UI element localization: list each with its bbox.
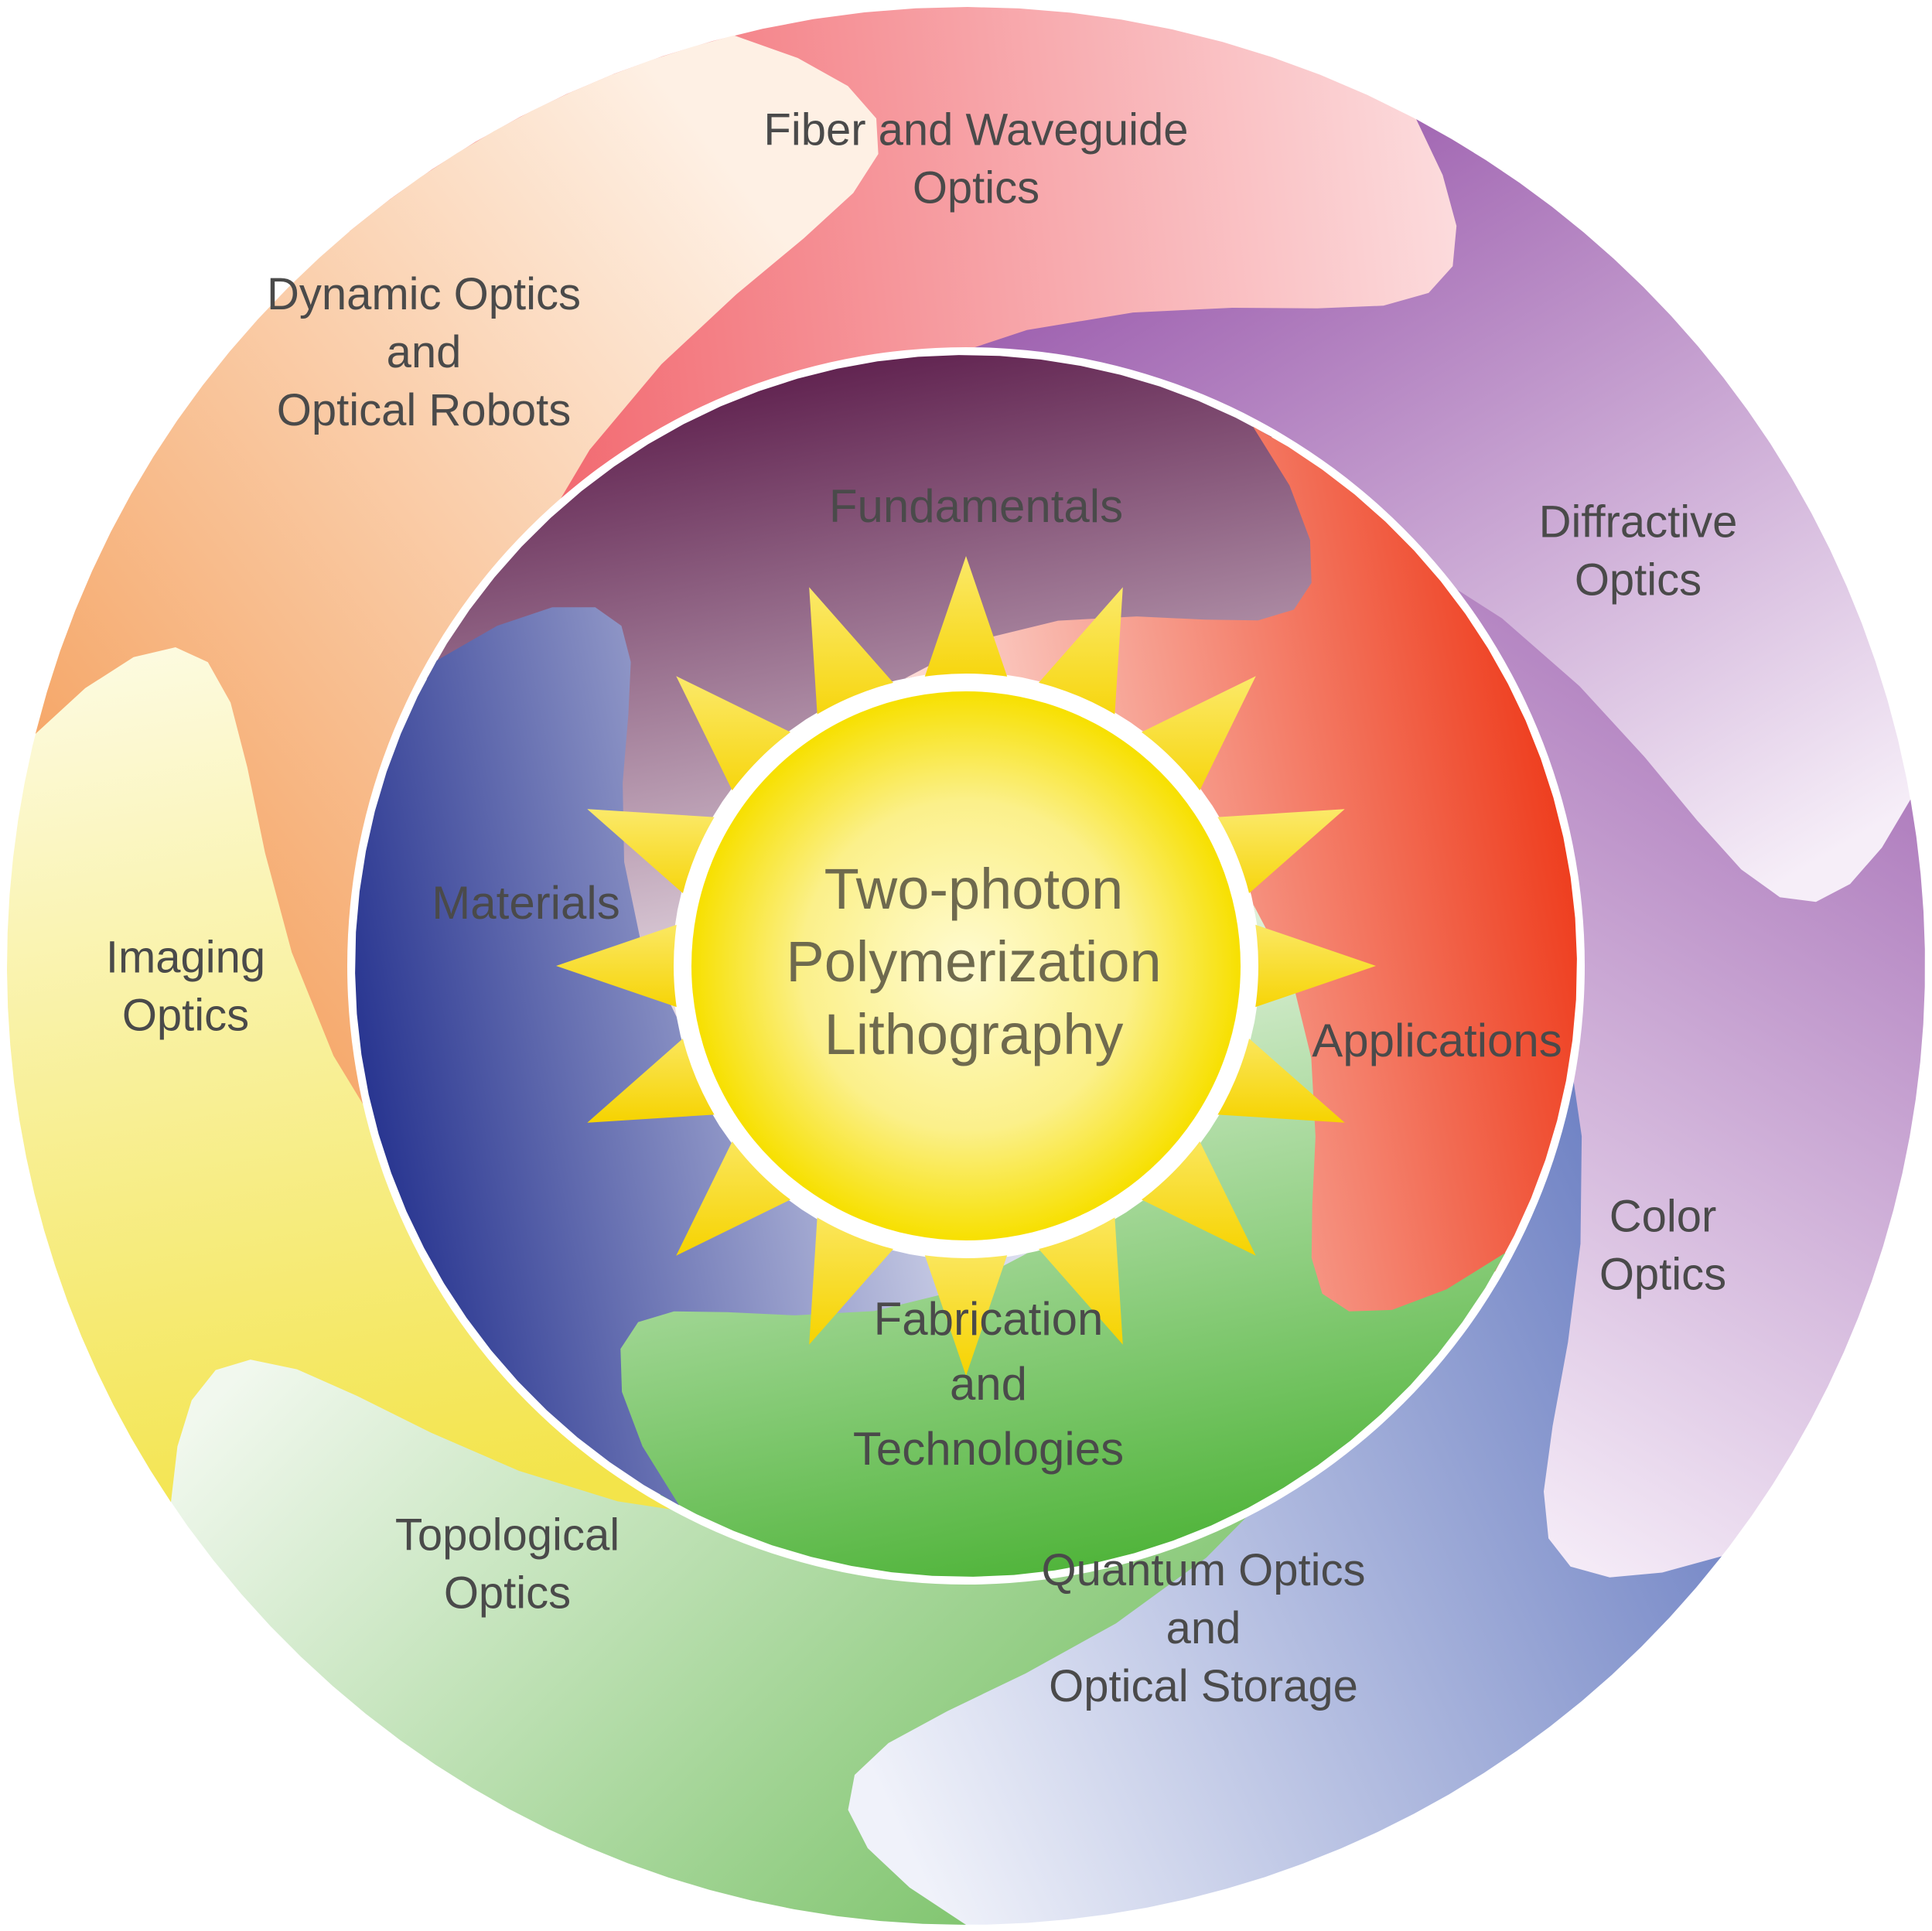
- sun: [556, 556, 1376, 1376]
- sun-ray: [676, 676, 809, 809]
- sun-ray: [1123, 676, 1256, 809]
- label-applications: Applications: [1312, 1015, 1562, 1066]
- outer-segment-imaging: [7, 595, 721, 1517]
- sun-ray: [676, 1123, 809, 1256]
- label-imaging-line: Imaging: [106, 933, 265, 983]
- label-center-title-line: Lithography: [824, 1002, 1124, 1066]
- label-fundamentals-line: Fundamentals: [829, 480, 1123, 532]
- sun-ray: [1123, 1123, 1256, 1256]
- label-center-title-line: Polymerization: [786, 930, 1161, 994]
- label-diffractive-line: Optics: [1575, 555, 1702, 606]
- label-dynamic-robots-line: Dynamic Optics: [267, 269, 581, 319]
- label-color-line: Color: [1609, 1192, 1717, 1242]
- label-diffractive-line: Diffractive: [1539, 497, 1738, 548]
- label-fiber-waveguide-line: Fiber and Waveguide: [763, 105, 1188, 155]
- label-quantum-storage-line: and: [1166, 1603, 1241, 1653]
- label-fabrication-line: and: [950, 1358, 1027, 1410]
- label-topological-line: Optics: [444, 1568, 571, 1619]
- sun-ray: [1236, 918, 1376, 1014]
- label-quantum-storage-line: Optical Storage: [1049, 1661, 1358, 1711]
- sun-ray: [918, 556, 1014, 696]
- sun-core: [691, 691, 1241, 1240]
- label-fundamentals: Fundamentals: [829, 480, 1123, 532]
- label-color-line: Optics: [1599, 1250, 1726, 1300]
- label-fiber-waveguide-line: Optics: [913, 163, 1039, 213]
- outer-segment-quantum-storage: [777, 1029, 1722, 1925]
- label-fabrication-line: Fabrication: [874, 1293, 1104, 1345]
- label-center-title-line: Two-photon: [824, 857, 1124, 921]
- sun-ray: [556, 918, 696, 1014]
- label-dynamic-robots-line: Optical Robots: [277, 385, 571, 435]
- label-applications-line: Applications: [1312, 1015, 1562, 1066]
- label-materials: Materials: [432, 877, 620, 929]
- label-fabrication-line: Technologies: [853, 1423, 1124, 1475]
- label-imaging-line: Optics: [122, 991, 249, 1041]
- outer-segment-dynamic-robots: [35, 35, 879, 1152]
- sun-ray: [918, 1236, 1014, 1376]
- label-quantum-storage-line: Quantum Optics: [1041, 1545, 1365, 1595]
- label-materials-line: Materials: [432, 877, 620, 929]
- label-topological-line: Topological: [395, 1510, 620, 1561]
- label-dynamic-robots-line: and: [387, 327, 462, 377]
